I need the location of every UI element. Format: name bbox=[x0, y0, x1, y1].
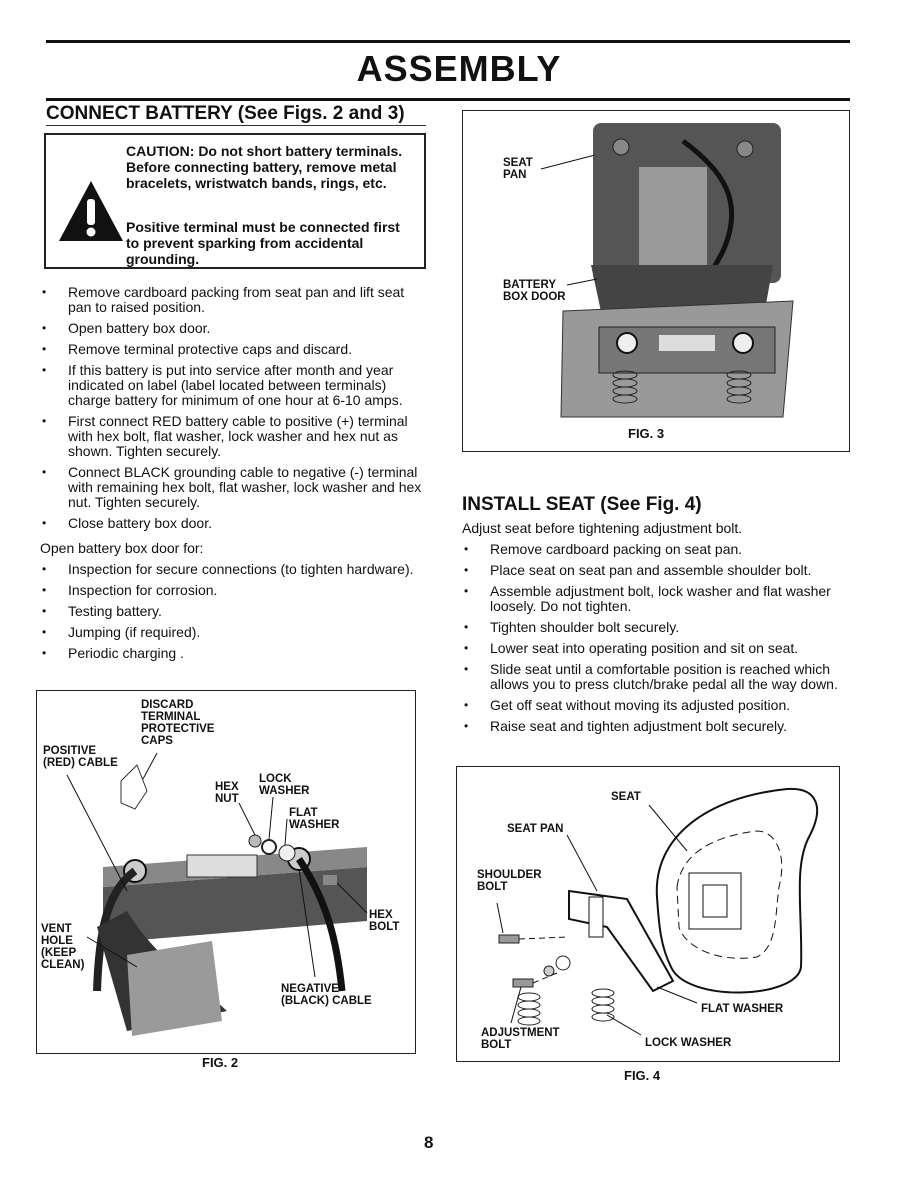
list-item: Tighten shoulder bolt securely. bbox=[462, 620, 846, 636]
page-number: 8 bbox=[424, 1133, 434, 1152]
title-rule bbox=[46, 98, 850, 101]
top-rule bbox=[46, 40, 850, 43]
caution-box: CAUTION: Do not short battery terminals.… bbox=[44, 133, 426, 269]
fig2-label-flat-washer: FLAT WASHER bbox=[289, 807, 340, 831]
list-item: Place seat on seat pan and assemble shou… bbox=[462, 563, 846, 579]
battery-illustration bbox=[66, 752, 368, 1036]
list-item: If this battery is put into service afte… bbox=[40, 363, 426, 408]
seat-steps-list: Remove cardboard packing on seat pan. Pl… bbox=[462, 542, 846, 740]
fig2-label-vent-hole: VENT HOLE (KEEP CLEAN) bbox=[41, 923, 85, 971]
fig2-caption: FIG. 2 bbox=[202, 1055, 239, 1070]
fig4-label-flat-washer: FLAT WASHER bbox=[701, 1003, 784, 1015]
fig2-label-positive: POSITIVE (RED) CABLE bbox=[43, 745, 118, 769]
list-item: Lower seat into operating position and s… bbox=[462, 641, 846, 657]
fig4-label-lock-washer: LOCK WASHER bbox=[645, 1037, 732, 1049]
list-item: Remove cardboard packing on seat pan. bbox=[462, 542, 846, 558]
heading-underline bbox=[46, 125, 426, 126]
battery-section-heading: CONNECT BATTERY (See Figs. 2 and 3) bbox=[46, 103, 405, 124]
fig2-label-lock-washer: LOCK WASHER bbox=[259, 773, 310, 797]
warning-icon bbox=[59, 181, 123, 241]
list-item: Inspection for corrosion. bbox=[40, 583, 426, 599]
fig4-label-seat: SEAT bbox=[611, 791, 641, 803]
list-item: First connect RED battery cable to posit… bbox=[40, 414, 426, 459]
list-item: Testing battery. bbox=[40, 604, 426, 620]
fig3-caption: FIG. 3 bbox=[628, 426, 665, 441]
battery-steps-list: Remove cardboard packing from seat pan a… bbox=[40, 285, 426, 537]
fig3-frame: SEAT PAN BATTERY BOX DOOR bbox=[462, 110, 850, 452]
list-item: Connect BLACK grounding cable to negativ… bbox=[40, 465, 426, 510]
list-item: Jumping (if required). bbox=[40, 625, 426, 641]
list-item: Raise seat and tighten adjustment bolt s… bbox=[462, 719, 846, 735]
list-item: Inspection for secure connections (to ti… bbox=[40, 562, 426, 578]
list-item: Periodic charging . bbox=[40, 646, 426, 662]
list-item: Slide seat until a comfortable position … bbox=[462, 662, 846, 692]
fig3-label-seat-pan: SEAT PAN bbox=[503, 157, 533, 181]
list-item: Close battery box door. bbox=[40, 516, 426, 532]
fig2-frame: DISCARD TERMINAL PROTECTIVE CAPS POSITIV… bbox=[36, 690, 416, 1054]
list-item: Remove cardboard packing from seat pan a… bbox=[40, 285, 426, 315]
open-for-list: Inspection for secure connections (to ti… bbox=[40, 562, 426, 667]
seat-pan-battery-illustration bbox=[540, 123, 794, 418]
list-item: Open battery box door. bbox=[40, 321, 426, 337]
page-title: ASSEMBLY bbox=[356, 48, 562, 89]
fig2-label-hex-nut: HEX NUT bbox=[215, 781, 239, 805]
fig2-label-hex-bolt: HEX BOLT bbox=[369, 909, 400, 933]
list-item: Get off seat without moving its adjusted… bbox=[462, 698, 846, 714]
fig2-label-negative: NEGATIVE (BLACK) CABLE bbox=[281, 983, 372, 1007]
caution-text: CAUTION: Do not short battery terminals.… bbox=[126, 143, 403, 191]
fig3-label-battery-box-door: BATTERY BOX DOOR bbox=[503, 279, 566, 303]
seat-assembly-illustration bbox=[496, 787, 818, 1036]
open-for-label: Open battery box door for: bbox=[40, 540, 204, 556]
fig4-label-adjustment-bolt: ADJUSTMENT BOLT bbox=[481, 1027, 560, 1051]
fig2-label-discard: DISCARD TERMINAL PROTECTIVE CAPS bbox=[141, 699, 215, 747]
fig4-frame: SEAT SEAT PAN SHOULDER BOLT FLAT WASHER … bbox=[456, 766, 840, 1062]
list-item: Remove terminal protective caps and disc… bbox=[40, 342, 426, 358]
caution-positive-first: Positive terminal must be connected firs… bbox=[126, 219, 400, 267]
fig4-label-seat-pan: SEAT PAN bbox=[507, 823, 564, 835]
list-item: Assemble adjustment bolt, lock washer an… bbox=[462, 584, 846, 614]
fig4-caption: FIG. 4 bbox=[624, 1068, 661, 1083]
seat-section-heading: INSTALL SEAT (See Fig. 4) bbox=[462, 494, 702, 515]
fig4-label-shoulder-bolt: SHOULDER BOLT bbox=[477, 869, 542, 893]
seat-intro: Adjust seat before tightening adjustment… bbox=[462, 520, 743, 536]
